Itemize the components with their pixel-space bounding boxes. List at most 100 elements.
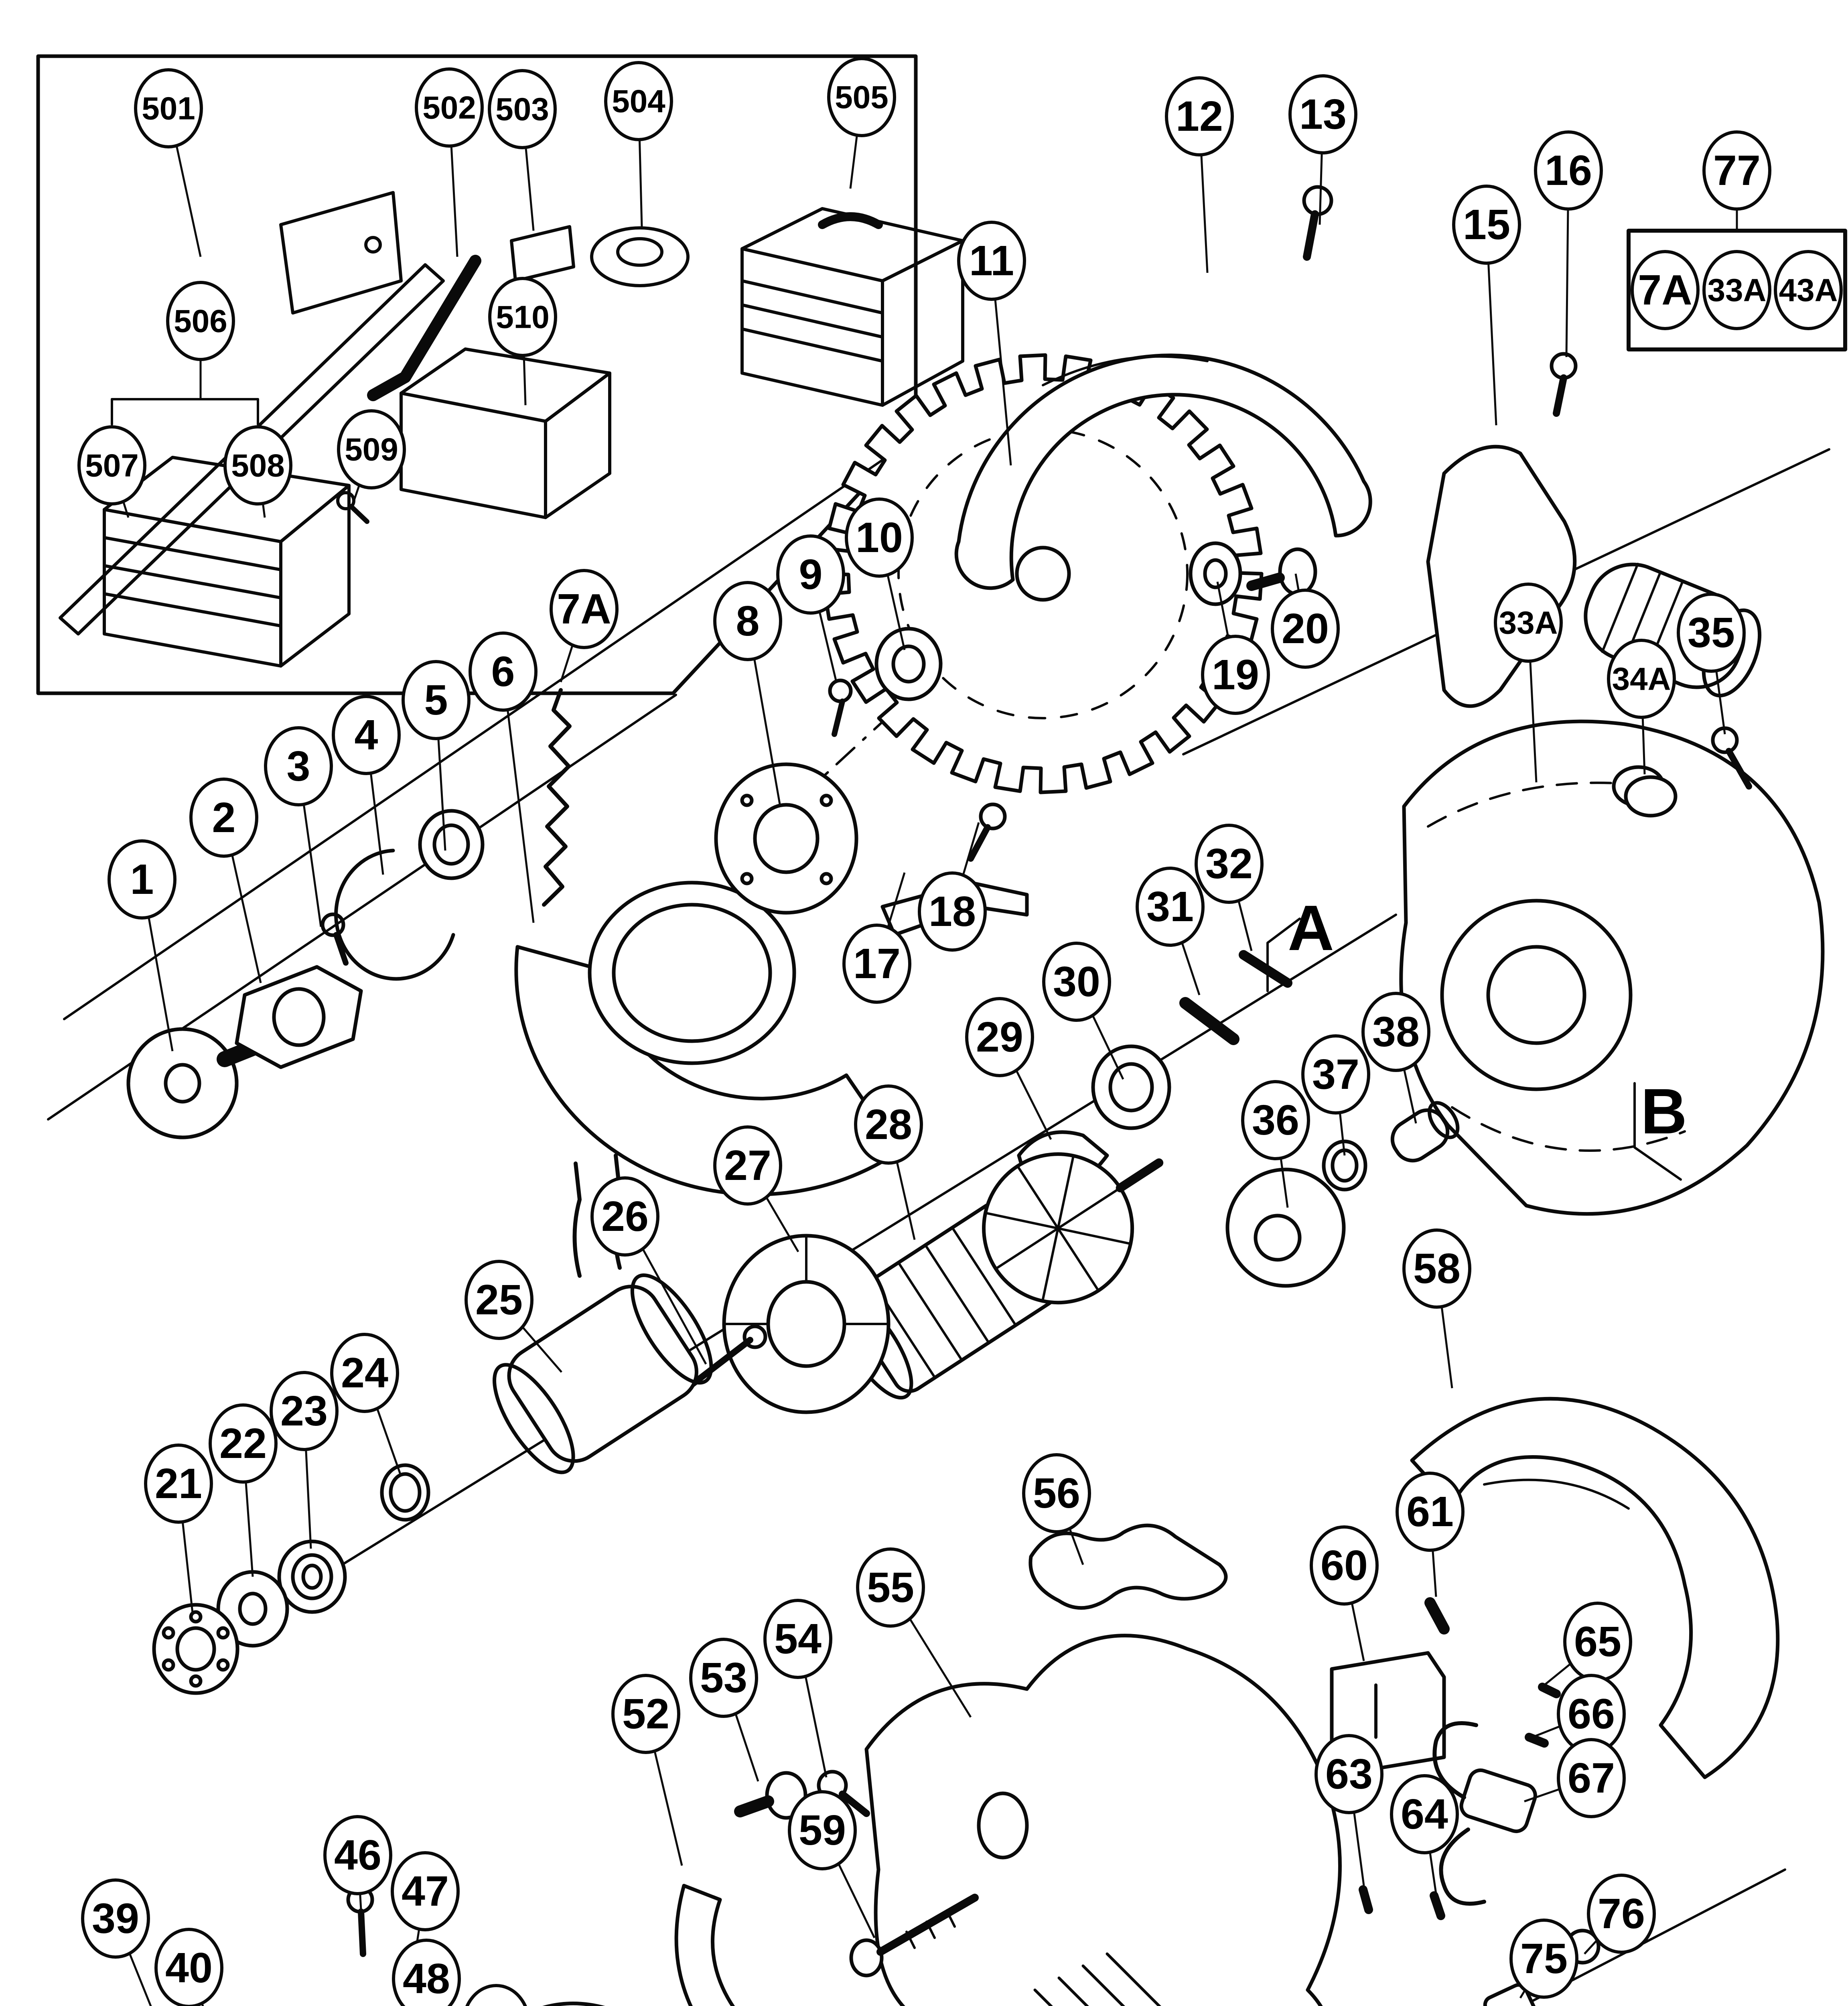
housing-hatch (1106, 1952, 1161, 2006)
balloon-26: 26 (590, 1176, 659, 1257)
balloon-number: 63 (1325, 1750, 1373, 1798)
balloon-number: 22 (219, 1420, 267, 1467)
balloon-number: 10 (856, 514, 903, 561)
balloon-circle (1631, 250, 1700, 330)
ball-bearing-mid (291, 1553, 333, 1600)
balloon-number: 65 (1574, 1618, 1621, 1665)
balloon-number: 13 (1299, 91, 1347, 138)
axis-line (1520, 1868, 1786, 2006)
case-rib (740, 303, 884, 339)
balloon-27: 27 (713, 1125, 782, 1206)
balloon-29: 29 (965, 997, 1034, 1077)
plate-hole (820, 794, 833, 807)
balloon-circle (845, 497, 914, 578)
section-label-A: A (1288, 892, 1334, 964)
o-ring-inner (389, 1472, 422, 1513)
balloon-502: 502 (415, 67, 484, 148)
balloon-circle (1557, 1738, 1626, 1818)
balloon-circle (77, 425, 146, 506)
balloon-505: 505 (827, 57, 896, 137)
pin (1424, 1597, 1450, 1634)
balloon-23: 23 (270, 1371, 339, 1451)
suppressor-wire (1439, 1827, 1486, 1906)
washer-hole (891, 644, 926, 684)
balloon-circle (469, 631, 538, 712)
pin (1239, 950, 1292, 988)
balloon-3: 3 (264, 726, 333, 806)
housing-boss (977, 1791, 1029, 1860)
balloon-number: 56 (1033, 1470, 1080, 1517)
balloon-circle (332, 695, 401, 775)
holder-bracket (510, 225, 575, 282)
balloon-number: 61 (1406, 1488, 1454, 1535)
balloon-circle (391, 1851, 460, 1931)
case-handle (818, 212, 883, 229)
balloon-53: 53 (689, 1638, 758, 1718)
optional-parts-box (1627, 229, 1847, 351)
balloon-circle (1607, 639, 1676, 719)
balloon-circle (1042, 942, 1111, 1022)
housing-bore-inner (1486, 945, 1586, 1045)
balloon-circle (788, 1790, 857, 1870)
flat-screw-shaft (333, 932, 349, 966)
balloon-22: 22 (209, 1403, 278, 1484)
balloon-31: 31 (1136, 867, 1205, 947)
balloon-circle (1774, 250, 1843, 330)
balloon-circle (611, 1674, 680, 1754)
screw-shaft (1726, 748, 1752, 790)
balloon-48: 48 (392, 1939, 461, 2006)
balloon-number: 31 (1146, 883, 1194, 930)
balloon-number: 32 (1205, 840, 1253, 887)
saw-cover-rib (1042, 355, 1209, 386)
screw-shaft (1553, 374, 1567, 417)
depth-knob (1225, 1167, 1346, 1288)
brake-plate-pin-hole (162, 1658, 175, 1672)
balloon-number: 29 (976, 1013, 1023, 1061)
balloon-43A: 43A (1774, 250, 1843, 330)
balloon-10: 10 (845, 497, 914, 578)
balloon-60: 60 (1310, 1525, 1379, 1606)
balloon-number: 1 (130, 856, 154, 903)
balloon-circle (223, 425, 292, 506)
sleeve (1390, 1101, 1460, 1163)
balloon-25: 25 (465, 1260, 534, 1340)
balloon-number: 3 (287, 743, 310, 790)
balloon-number: 23 (280, 1387, 328, 1435)
guard-ring-inner (612, 903, 772, 1043)
balloon-18: 18 (918, 871, 987, 952)
balloon-number: 64 (1401, 1791, 1448, 1838)
balloon-circle (604, 61, 673, 141)
balloon-circle (1271, 589, 1340, 669)
balloon-circle (1201, 635, 1270, 715)
balloon-circle (918, 871, 987, 952)
balloon-501: 501 (134, 68, 203, 148)
balloon-number: 503 (495, 91, 549, 127)
flange-disc-hole (616, 237, 663, 267)
balloon-24: 24 (330, 1333, 399, 1413)
balloon-77: 77 (1702, 130, 1771, 211)
balloon-65: 65 (1563, 1602, 1632, 1682)
group-bracket-506 (111, 398, 259, 426)
balloon-number: 40 (165, 1944, 213, 1992)
balloon-510: 510 (488, 277, 557, 357)
balloon-circle (1677, 593, 1746, 673)
balloon-circle (1195, 824, 1264, 904)
balloon-circle (550, 569, 619, 649)
balloon-number: 15 (1463, 201, 1510, 248)
balloon-55: 55 (856, 1547, 925, 1628)
balloon-16: 16 (1534, 130, 1603, 211)
saw-blade-arbor-hole (1015, 546, 1071, 602)
name-label (1028, 1523, 1228, 1610)
housing-dash (1451, 1106, 1686, 1152)
ball-bearing-inner (432, 823, 470, 866)
balloon-circle (264, 726, 333, 806)
inner-tray-front (400, 392, 547, 519)
balloon-number: 2 (212, 794, 236, 841)
balloon-circle (1402, 1228, 1471, 1309)
guard-lever (674, 1884, 735, 2006)
balloon-34A: 34A (1607, 639, 1676, 719)
screw-head (1550, 352, 1578, 380)
balloon-circle (108, 839, 176, 920)
balloon-circle (209, 1403, 278, 1484)
